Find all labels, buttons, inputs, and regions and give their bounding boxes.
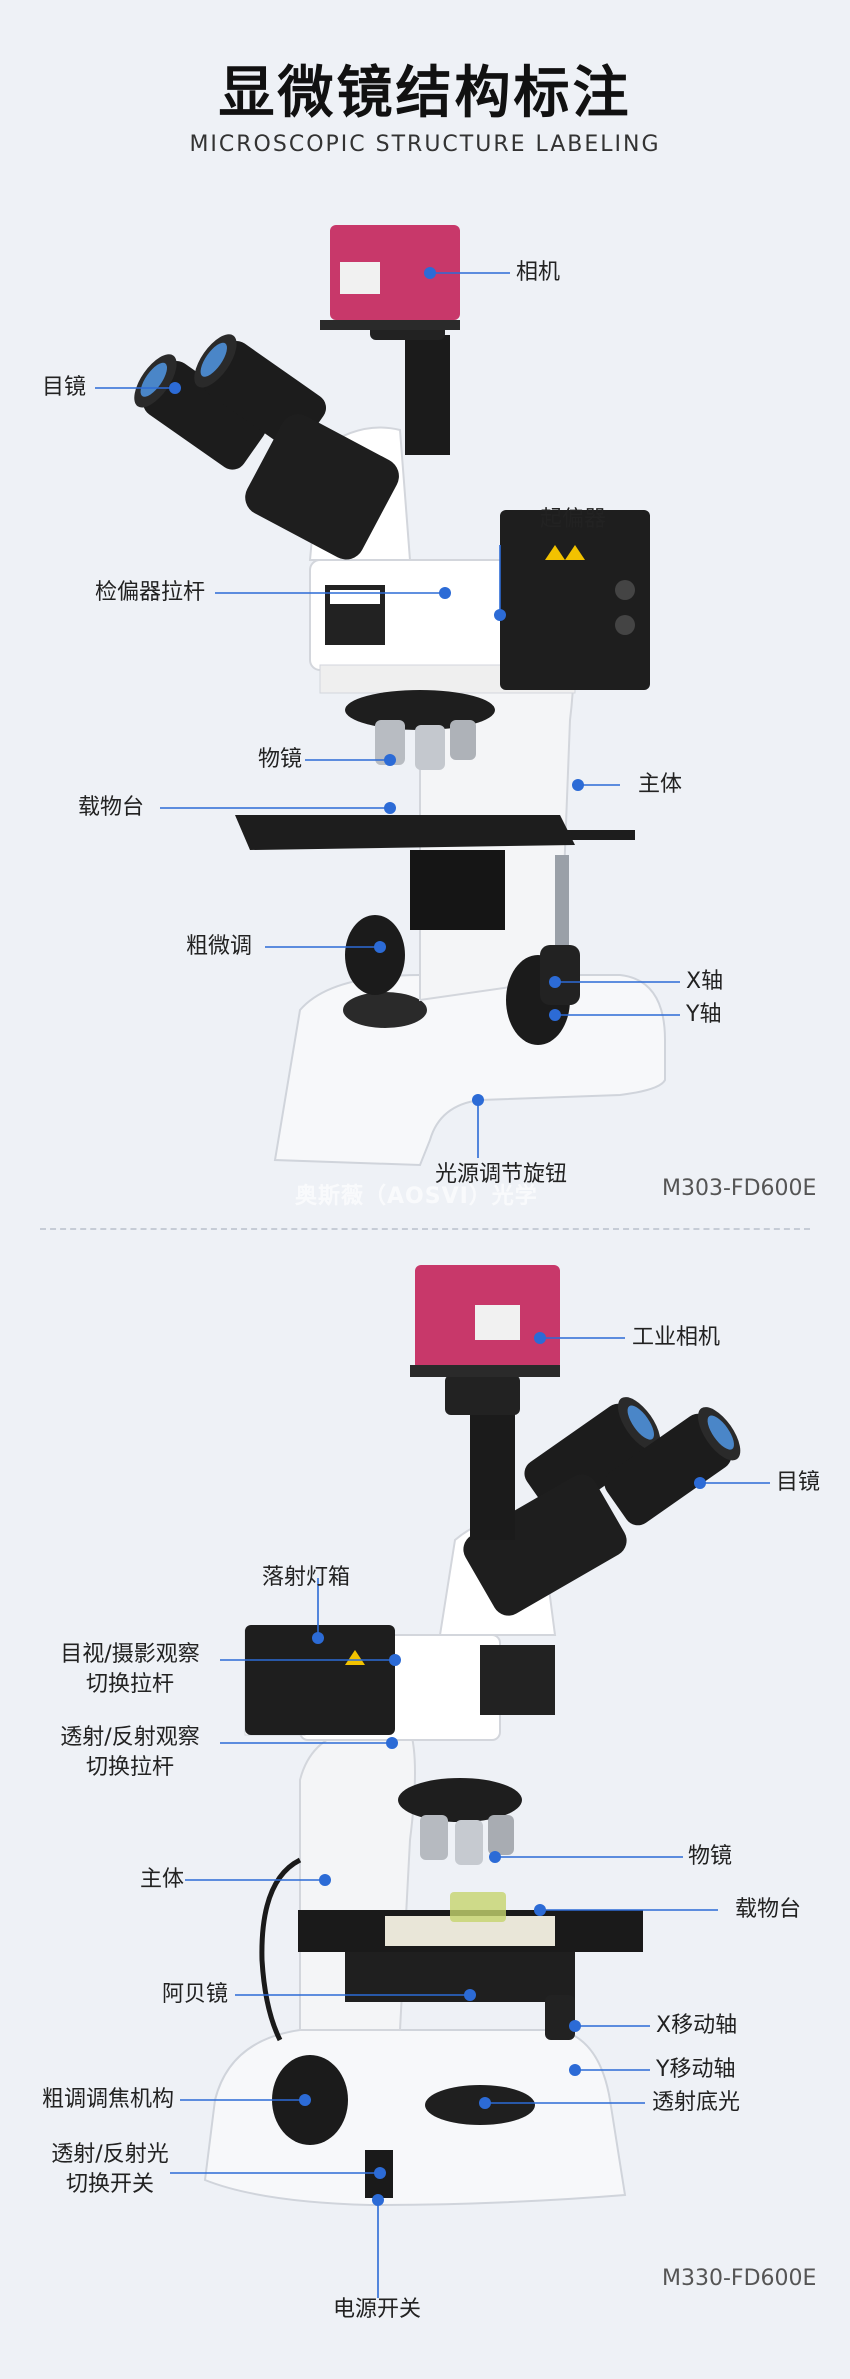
microscope-2-illustration (170, 1265, 770, 2298)
label-light-knob: 光源调节旋钮 (435, 1162, 568, 1187)
label-power: 电源开关 (333, 2297, 422, 2322)
label-lamp-box: 落射灯箱 (262, 1565, 351, 1590)
label-body: 主体 (638, 772, 683, 797)
label-eyepiece-2: 目镜 (776, 1470, 821, 1495)
label-coarse-focus: 粗调调焦机构 (42, 2087, 175, 2112)
page-title: 显微镜结构标注 (218, 61, 632, 126)
label-trans-switch-line1: 透射/反射观察 (60, 1725, 200, 1750)
label-body-2: 主体 (140, 1867, 185, 1892)
label-analyzer-lever: 检偏器拉杆 (95, 580, 206, 605)
label-view-switch-line1: 目视/摄影观察 (60, 1642, 200, 1667)
label-view-switch-line2: 切换拉杆 (85, 1672, 174, 1697)
label-industrial-camera: 工业相机 (632, 1325, 721, 1350)
label-focus: 粗微调 (186, 934, 253, 959)
label-objective: 物镜 (258, 747, 303, 772)
label-trans-light: 透射底光 (652, 2090, 741, 2115)
model-name-1: M303-FD600E (662, 1176, 817, 1201)
page-subtitle: MICROSCOPIC STRUCTURE LABELING (189, 132, 661, 157)
label-abbe: 阿贝镜 (162, 1982, 229, 2007)
label-stage-2: 载物台 (735, 1897, 802, 1922)
section-divider (40, 1228, 810, 1230)
label-light-switch-line2: 切换开关 (65, 2172, 154, 2197)
label-trans-switch: 透射/反射观察 切换拉杆 (40, 1723, 220, 1783)
model-name-2: M330-FD600E (662, 2266, 817, 2291)
label-camera: 相机 (516, 260, 561, 285)
brand-watermark: 奥斯薇（AOSVI）光学 (295, 1184, 538, 1209)
label-objective-2: 物镜 (688, 1844, 733, 1869)
label-x-axis: X轴 (686, 969, 724, 994)
label-y-move: Y移动轴 (656, 2057, 736, 2082)
label-light-switch-line1: 透射/反射光 (51, 2142, 169, 2167)
label-trans-switch-line2: 切换拉杆 (85, 1755, 174, 1780)
label-polarizer: 起偏器 (540, 507, 607, 532)
label-y-axis: Y轴 (686, 1002, 722, 1027)
label-light-switch: 透射/反射光 切换开关 (30, 2140, 190, 2200)
label-view-switch: 目视/摄影观察 切换拉杆 (40, 1640, 220, 1700)
label-x-move: X移动轴 (656, 2013, 738, 2038)
microscope-1-illustration (95, 225, 680, 1167)
label-eyepiece: 目镜 (42, 375, 87, 400)
label-stage: 载物台 (78, 795, 145, 820)
